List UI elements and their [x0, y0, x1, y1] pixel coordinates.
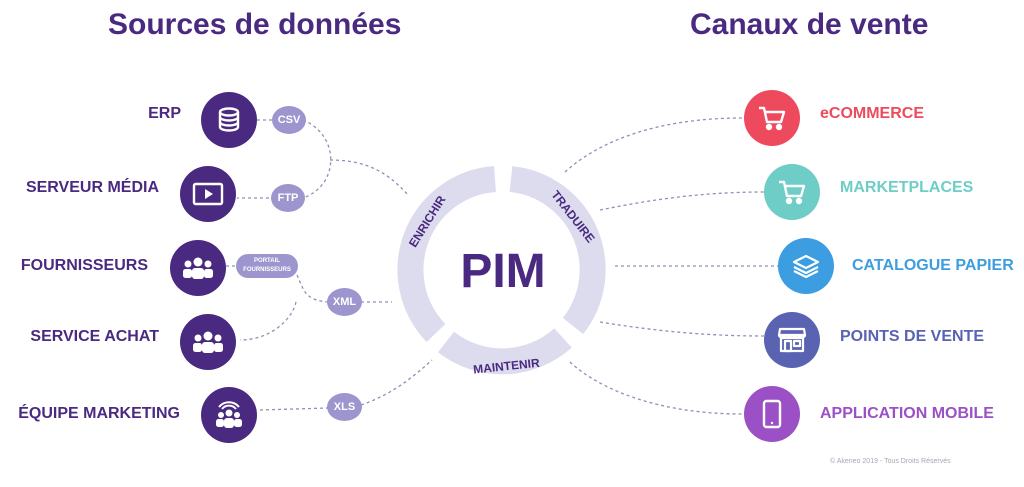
- channel-label-mobile: APPLICATION MOBILE: [820, 405, 994, 422]
- group-icon: [180, 314, 236, 370]
- layers-icon: [778, 238, 834, 294]
- portal-pill-line2: FOURNISSEURS: [243, 267, 291, 273]
- ring-segment-maintain: [437, 328, 572, 375]
- copyright-text: © Akeneo 2019 - Tous Droits Réservés: [830, 458, 951, 465]
- channel-label-ecommerce: eCOMMERCE: [820, 105, 925, 122]
- ring-label-maintain: MAINTENIR: [473, 356, 541, 377]
- source-label-achat: SERVICE ACHAT: [30, 328, 159, 345]
- pim-title: PIM: [460, 245, 545, 298]
- shopping-cart-icon: [764, 164, 820, 220]
- connector-portal-xml: [296, 274, 329, 303]
- video-play-icon: [180, 166, 236, 222]
- connector-pim-marketplaces: [599, 191, 765, 211]
- storefront-icon: [764, 312, 820, 368]
- connector-pim-points: [599, 321, 765, 337]
- pim-ring: ENRICHIR TRADUIRE MAINTENIR PIM: [397, 166, 606, 377]
- xml-pill: XML: [327, 288, 362, 316]
- group-icon: [170, 240, 226, 296]
- broadcast-group-icon: [201, 387, 257, 443]
- channel-label-points: POINTS DE VENTE: [840, 328, 985, 345]
- shopping-cart-icon: [744, 90, 800, 146]
- portal-pill: PORTAIL FOURNISSEURS: [236, 254, 298, 278]
- sources-heading: Sources de données: [108, 8, 402, 41]
- channel-label-marketplaces: MARKETPLACES: [840, 179, 974, 196]
- connector-csv-pim: [329, 159, 409, 196]
- xls-pill: XLS: [327, 393, 362, 421]
- connector-xml-achat: [239, 301, 297, 341]
- connector-marketing-xls: [259, 407, 329, 411]
- smartphone-icon: [744, 386, 800, 442]
- source-label-marketing: ÉQUIPE MARKETING: [18, 405, 180, 422]
- source-label-fournisseurs: FOURNISSEURS: [20, 257, 148, 274]
- database-icon: [201, 92, 257, 148]
- connector-csv-ftp: [302, 119, 332, 199]
- ring-segment-translate: [509, 166, 606, 335]
- channels-heading: Canaux de vente: [690, 8, 929, 41]
- source-label-erp: ERP: [148, 105, 181, 122]
- ftp-pill: FTP: [271, 184, 305, 212]
- csv-pill: CSV: [272, 106, 306, 134]
- portal-pill-line1: PORTAIL: [254, 258, 280, 264]
- channel-label-catalogue: CATALOGUE PAPIER: [852, 257, 1014, 274]
- connector-xls-pim: [360, 359, 433, 406]
- ring-segment-enrich: [397, 166, 497, 343]
- source-label-media: SERVEUR MÉDIA: [25, 179, 159, 196]
